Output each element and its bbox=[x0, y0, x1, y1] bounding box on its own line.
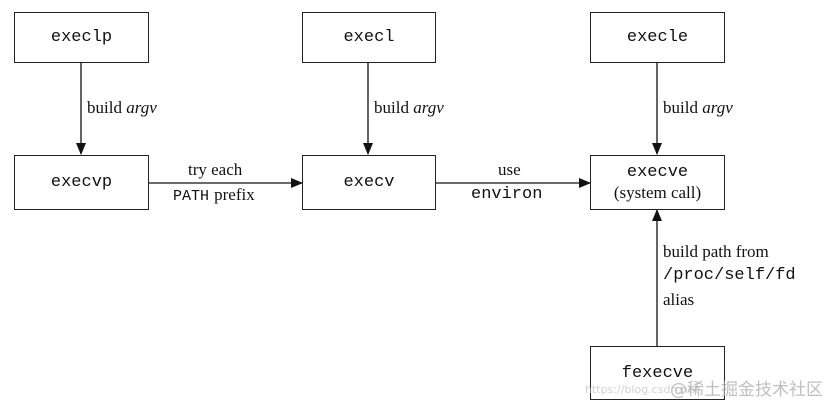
node-execve-sublabel: (system call) bbox=[613, 182, 702, 202]
edge-label-build: build bbox=[663, 98, 698, 117]
node-fexecve-label: fexecve bbox=[621, 363, 694, 383]
edge-label-execl-build-argv: build argv bbox=[374, 96, 444, 120]
node-execv-label: execv bbox=[343, 173, 395, 192]
node-execvp: execvp bbox=[14, 155, 149, 210]
node-execlp-label: execlp bbox=[50, 28, 113, 47]
node-execle: execle bbox=[590, 12, 725, 63]
node-execl: execl bbox=[302, 12, 436, 63]
edge-label-proc-self-fd: /proc/self/fd bbox=[663, 266, 796, 285]
node-execve-label: execve bbox=[626, 162, 689, 182]
edge-label-build: build bbox=[87, 98, 122, 117]
edge-label-argv: argv bbox=[126, 98, 157, 117]
node-execle-label: execle bbox=[626, 28, 689, 47]
node-execvp-label: execvp bbox=[50, 173, 113, 192]
edge-label-execle-build-argv: build argv bbox=[663, 96, 733, 120]
edge-label-use: use bbox=[498, 160, 521, 179]
node-execv: execv bbox=[302, 155, 436, 210]
node-fexecve: fexecve bbox=[590, 346, 725, 400]
watermark-url: https://blog.csdn.net bbox=[585, 383, 699, 396]
edge-label-environ: environ bbox=[471, 185, 543, 204]
edge-label-build-path-from: build path from bbox=[663, 242, 769, 261]
edge-label-try-each: try each bbox=[188, 160, 243, 179]
edge-label-alias: alias bbox=[663, 290, 695, 309]
edge-label-prefix: prefix bbox=[214, 185, 255, 204]
watermark-text: @稀土掘金技术社区 bbox=[670, 380, 823, 400]
node-execve: execve (system call) bbox=[590, 155, 725, 210]
node-execlp: execlp bbox=[14, 12, 149, 63]
edge-label-argv: argv bbox=[702, 98, 733, 117]
edge-label-build: build bbox=[374, 98, 409, 117]
edge-label-path-prefix: PATH prefix bbox=[173, 183, 255, 209]
edge-label-argv: argv bbox=[413, 98, 444, 117]
edge-label-path: PATH bbox=[173, 188, 210, 205]
node-execl-label: execl bbox=[343, 28, 395, 47]
edge-label-execlp-build-argv: build argv bbox=[87, 96, 157, 120]
